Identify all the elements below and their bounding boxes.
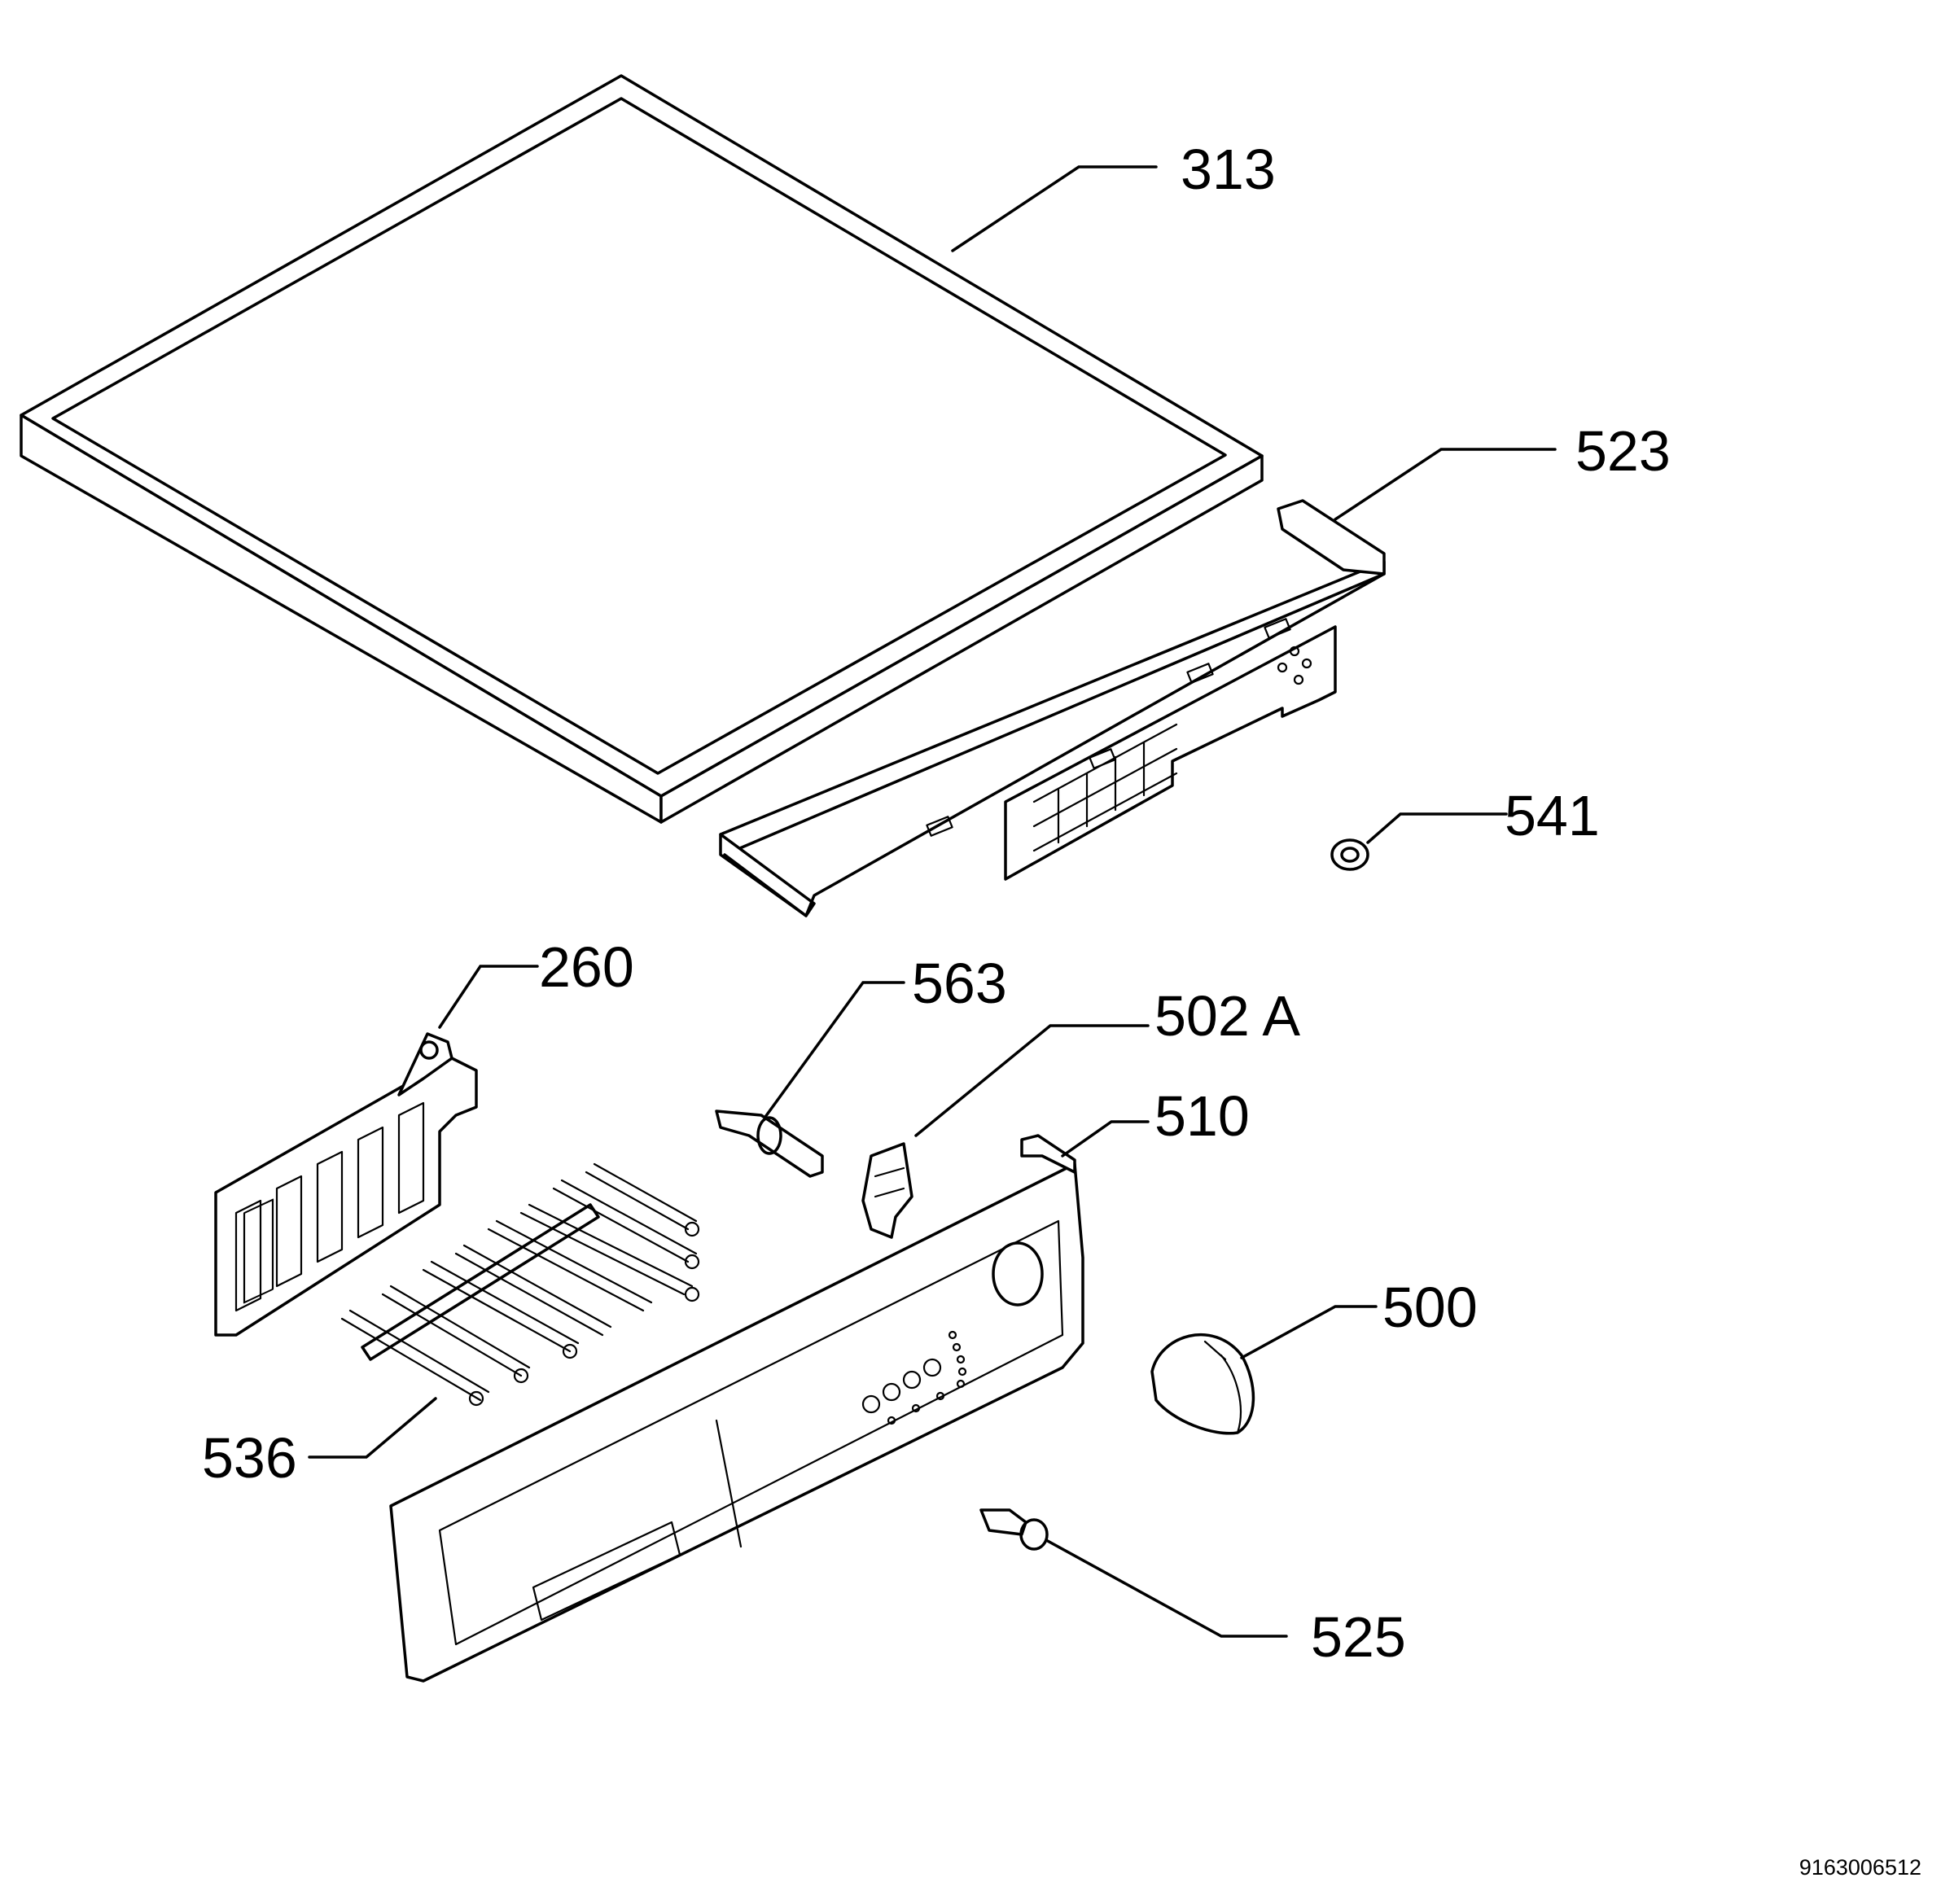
callout-525: 525: [1311, 1605, 1406, 1669]
callout-260: 260: [539, 935, 634, 999]
callout-510: 510: [1154, 1084, 1250, 1148]
leader-510: [1061, 1120, 1150, 1158]
part-523-panel-bracket: [719, 499, 1386, 917]
leader-502a: [914, 1024, 1150, 1137]
callout-313: 313: [1181, 138, 1276, 201]
leader-541: [1366, 812, 1508, 844]
part-510-front-panel: [389, 1134, 1084, 1683]
part-500-knob: [1150, 1333, 1255, 1435]
callout-500: 500: [1382, 1276, 1478, 1339]
callout-502a: 502 A: [1154, 984, 1300, 1048]
leader-536: [308, 1397, 437, 1459]
callout-563: 563: [912, 952, 1007, 1015]
callout-541: 541: [1505, 784, 1600, 847]
document-number: 9163006512: [1799, 1855, 1921, 1880]
leader-260: [438, 965, 539, 1029]
leader-313: [951, 165, 1158, 252]
leader-525: [1045, 1539, 1288, 1638]
part-525-push-button: [979, 1508, 1049, 1551]
leader-523: [1334, 448, 1557, 521]
leader-563: [764, 981, 905, 1118]
callout-labels: 313 523 541 260 563 502 A 510 500 536 52…: [202, 138, 1671, 1669]
leader-500: [1240, 1305, 1378, 1359]
leader-lines: [308, 165, 1557, 1638]
part-260-switch-block: [214, 1032, 478, 1337]
part-502a-clip: [861, 1142, 913, 1239]
part-313-top-cover: [20, 74, 1264, 824]
part-563-shaft: [715, 1110, 824, 1178]
part-541-grommet: [1330, 838, 1369, 871]
part-536-push-rods: [340, 1162, 700, 1407]
callout-536: 536: [202, 1426, 297, 1490]
callout-523: 523: [1575, 419, 1671, 483]
